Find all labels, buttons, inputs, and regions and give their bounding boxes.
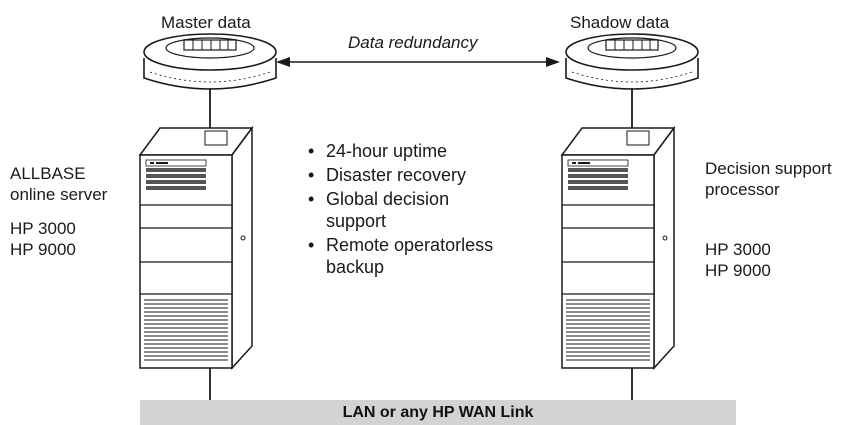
benefit-text-cont: support (326, 211, 387, 231)
left-server-name-line1: ALLBASE (10, 164, 86, 183)
left-server-model-1: HP 3000 (10, 219, 76, 238)
data-redundancy-label: Data redundancy (348, 33, 478, 52)
right-server-cabinet-icon (560, 125, 676, 370)
benefit-text: 24-hour uptime (326, 141, 448, 161)
master-data-label: Master data (161, 13, 251, 32)
benefits-list: 24-hour uptime Disaster recovery Global … (308, 140, 493, 278)
left-server-model-2: HP 9000 (10, 240, 76, 259)
shadow-data-label: Shadow data (570, 13, 670, 32)
benefit-text: Global decision (326, 189, 450, 209)
benefit-text-cont: backup (326, 257, 385, 277)
benefit-text: Remote operatorless (326, 235, 494, 255)
lan-link-bar: LAN or any HP WAN Link (140, 400, 736, 425)
right-server-model-1: HP 3000 (705, 240, 771, 259)
left-server-cabinet-icon (138, 125, 254, 370)
lan-link-label: LAN or any HP WAN Link (342, 404, 534, 421)
right-server-name-line1: Decision support (705, 159, 832, 178)
master-data-disk-icon (143, 33, 277, 90)
benefit-item: 24-hour uptime (308, 140, 493, 162)
shadow-data-disk-icon (565, 33, 699, 90)
benefit-text: Disaster recovery (326, 165, 467, 185)
benefit-item: Disaster recovery (308, 164, 493, 186)
right-server-name-line2: processor (705, 180, 780, 199)
left-server-name-line2: online server (10, 185, 108, 204)
right-server-model-2: HP 9000 (705, 261, 771, 280)
